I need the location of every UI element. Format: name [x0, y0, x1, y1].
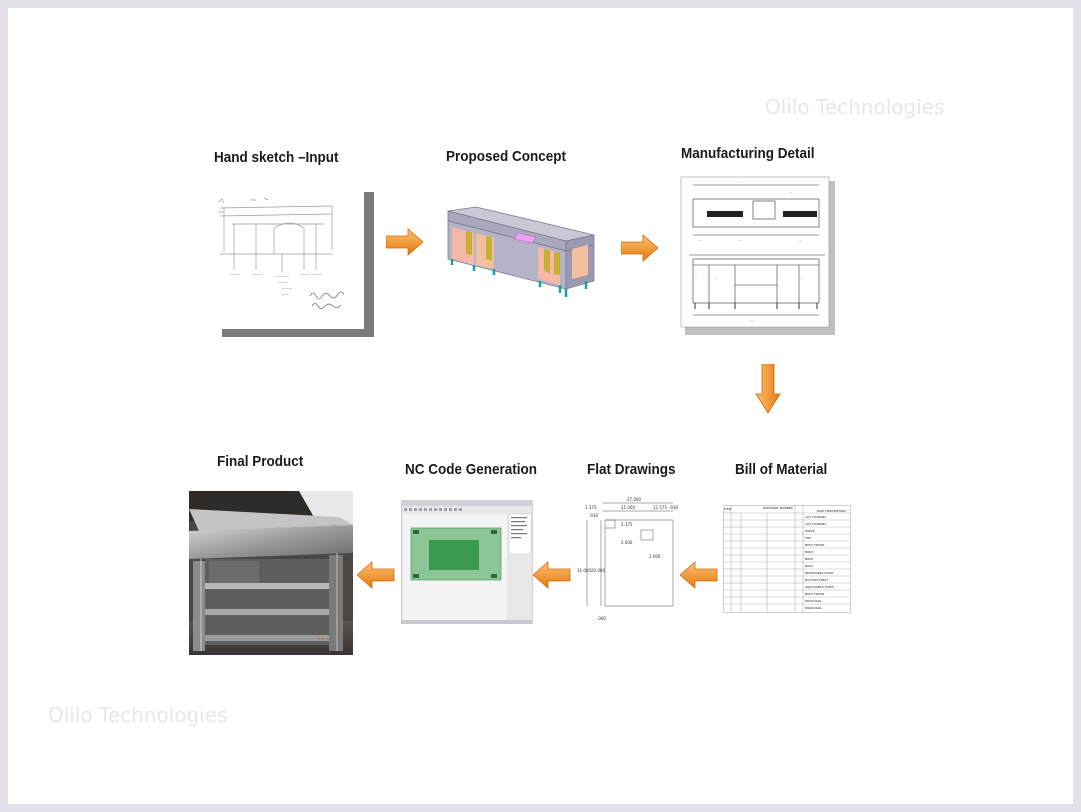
bom-header-desc: PART DESCRIPTION: [817, 509, 846, 513]
bom-header-item: ITEM: [724, 507, 732, 511]
svg-text:~~~: ~~~: [317, 637, 330, 643]
title-bill-of-material: Bill of Material: [735, 461, 828, 478]
final-product-photo: ~~~: [189, 491, 353, 655]
title-manufacturing-detail: Manufacturing Detail: [681, 145, 815, 162]
dim-edge2: .938: [589, 513, 598, 518]
bom-row-description: DRAIN RAIL: [805, 599, 822, 603]
svg-text:~~~: ~~~: [278, 280, 288, 285]
bom-row-description: 120 CHANNEL: [805, 515, 826, 519]
svg-text:~~~: ~~~: [252, 272, 262, 277]
bill-of-material-table: ITEM PART/PART NUMBER PART DESCRIPTION 1…: [723, 505, 851, 613]
svg-text:~~~: ~~~: [312, 272, 322, 277]
svg-text:----: ----: [789, 190, 793, 194]
bom-row-description: REMOVABLE DOOR: [805, 571, 834, 575]
hand-sketch-image: ~~~ ~~~ ~~~~ ~~~ ~~~ ~~~ ~~~ ~~: [212, 192, 374, 337]
slide: [8, 8, 1073, 804]
bom-row-description: HINGE: [805, 529, 815, 533]
svg-text:---: ---: [699, 238, 702, 242]
dim-height2: 20.000: [591, 568, 605, 573]
left-arrow-icon: [357, 561, 395, 589]
dim-mid: 21.000: [621, 505, 635, 510]
dim-small3: 2.000: [649, 554, 661, 559]
svg-text:-----: -----: [749, 318, 754, 322]
svg-text:~~~~: ~~~~: [276, 274, 289, 279]
left-arrow-icon: [680, 561, 718, 589]
bom-row-description: ADJUSTABLE SHELF: [805, 585, 834, 589]
dim-bottom: .000: [597, 616, 606, 621]
bom-row-description: BODY FRONT: [805, 592, 825, 596]
dim-small2: 2.000: [621, 540, 633, 545]
bom-row-description: TOP: [804, 536, 811, 540]
watermark-bottom: Olilo Technologies: [48, 703, 228, 727]
bom-row-description: BODY: [805, 564, 814, 568]
proposed-concept-image: [436, 205, 596, 309]
flat-drawings-image: 27.000 1.375 21.000 12.575 .938 .938 2.3…: [575, 494, 679, 624]
svg-text:~~~: ~~~: [282, 286, 292, 291]
bom-header-part: PART/PART NUMBER: [763, 506, 793, 510]
bom-row-description: 120 CHANNEL: [805, 522, 826, 526]
svg-text:--: --: [695, 276, 697, 280]
svg-text:--: --: [715, 276, 717, 280]
right-arrow-icon: [621, 234, 659, 262]
svg-text:---: ---: [799, 238, 802, 242]
dim-edge: .938: [669, 505, 678, 510]
bom-row-description: BODY FRONT: [805, 543, 825, 547]
down-arrow-icon: [755, 364, 781, 414]
right-arrow-icon: [386, 228, 424, 256]
svg-text:--: --: [801, 276, 803, 280]
dim-right: 12.575: [653, 505, 667, 510]
nc-code-screenshot: [401, 500, 533, 624]
title-final-product: Final Product: [217, 453, 304, 470]
title-flat-drawings: Flat Drawings: [587, 461, 676, 478]
svg-text:---: ---: [739, 238, 742, 242]
bom-row-description: BODY: [805, 557, 814, 561]
dim-small1: 2.375: [621, 522, 633, 527]
bom-row-description: BOTTOM SHELF: [805, 578, 829, 582]
dim-left: 1.375: [585, 505, 597, 510]
svg-text:~~~: ~~~: [300, 272, 310, 277]
manufacturing-detail-image: ---- ---- --- --- --- -- -- -- -- -----: [679, 175, 835, 335]
bom-row-description: BODY: [805, 550, 814, 554]
left-arrow-icon: [533, 561, 571, 589]
title-hand-sketch: Hand sketch –Input: [214, 149, 339, 166]
bom-row-description: DRAIN RAIL: [805, 606, 822, 610]
svg-text:----: ----: [739, 180, 743, 184]
dim-overall: 27.000: [627, 497, 641, 502]
title-nc-code: NC Code Generation: [405, 461, 538, 478]
title-proposed-concept: Proposed Concept: [446, 148, 567, 165]
svg-text:--: --: [779, 276, 781, 280]
dim-height: 31.000: [577, 568, 591, 573]
svg-text:~~~: ~~~: [230, 272, 240, 277]
watermark-top: Olilo Technologies: [765, 95, 945, 119]
svg-text:~~: ~~: [282, 292, 289, 297]
